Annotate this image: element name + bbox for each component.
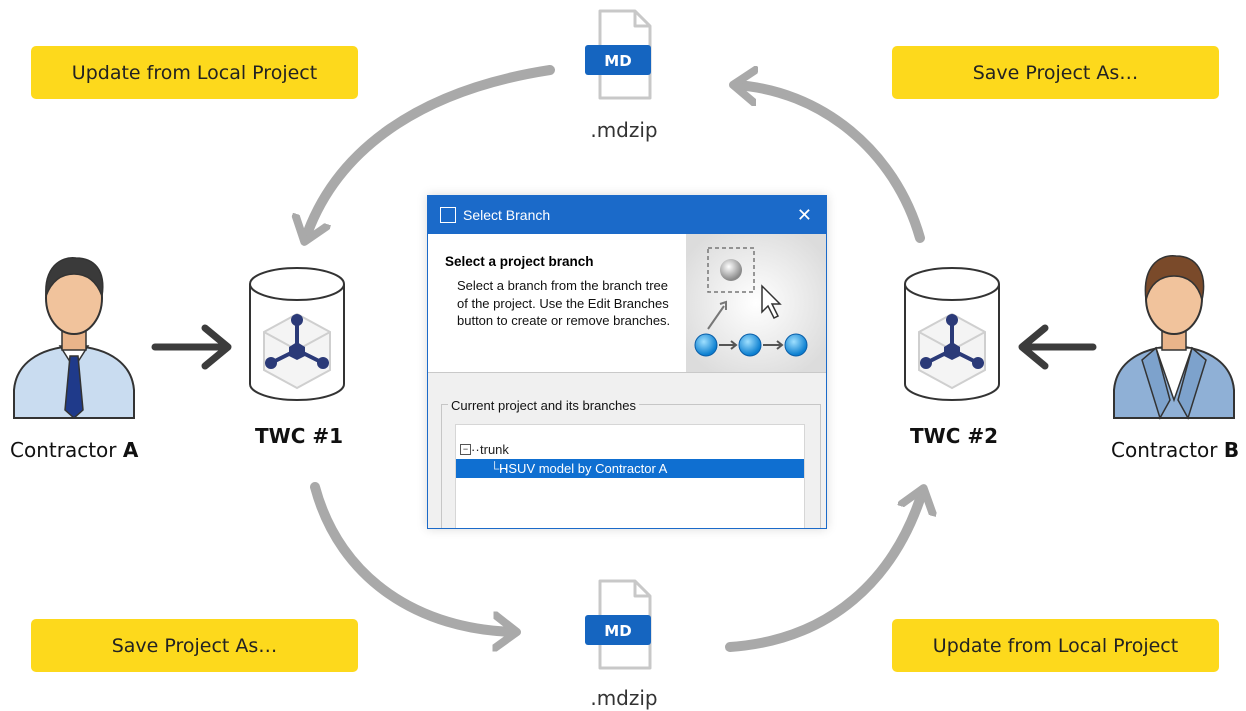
twc2-server-icon: [904, 267, 1000, 401]
label-update-from-local-bottom: Update from Local Project: [892, 619, 1219, 672]
contractor-b-label: Contractor B: [1111, 438, 1239, 462]
collapse-icon[interactable]: −: [460, 444, 471, 455]
md-badge-text: MD: [604, 622, 632, 640]
mdzip-label-bottom: .mdzip: [590, 686, 658, 710]
arrow-twc1-to-mdzip: [310, 482, 515, 632]
mdzip-label-top: .mdzip: [590, 118, 658, 142]
contractor-a-prefix: Contractor: [10, 438, 117, 462]
twc2-label: TWC #2: [910, 424, 999, 448]
dialog-title: Select Branch: [463, 207, 551, 223]
contractor-b-letter: B: [1223, 438, 1240, 462]
dialog-header: Select a project branch Select a branch …: [428, 234, 826, 373]
label-update-from-local-top: Update from Local Project: [31, 46, 358, 99]
contractor-b-avatar: [1113, 255, 1235, 420]
branch-tree[interactable]: − ·· trunk └·· HSUV model by Contractor …: [455, 424, 805, 528]
dialog-description: Select a branch from the branch tree of …: [457, 278, 671, 328]
file-icon: [585, 579, 652, 670]
branch-illustration-icon: [686, 234, 826, 372]
tree-connector: └··: [490, 461, 508, 476]
contractor-a-avatar: [13, 257, 135, 420]
contractor-a-label: Contractor A: [10, 438, 138, 462]
mdzip-file-top: MD: [583, 8, 663, 104]
label-save-project-as-bottom: Save Project As…: [31, 619, 358, 672]
mdzip-file-bottom: MD: [583, 578, 663, 674]
close-icon[interactable]: ✕: [796, 204, 812, 225]
dialog-app-icon: [440, 207, 456, 223]
dialog-title-bar: Select Branch ✕: [428, 196, 826, 234]
tree-label-trunk: trunk: [480, 442, 509, 457]
contractor-a-letter: A: [122, 438, 139, 462]
twc1-server-icon: [249, 267, 345, 401]
twc1-label: TWC #1: [255, 424, 344, 448]
md-badge-text: MD: [604, 52, 632, 70]
arrow-twc2-to-mdzip: [735, 85, 925, 243]
arrow-contractor-a-to-twc1: [151, 324, 232, 370]
arrow-mdzip-to-twc1: [305, 65, 555, 240]
label-save-project-as-top: Save Project As…: [892, 46, 1219, 99]
arrow-contractor-b-to-twc2: [1018, 324, 1097, 370]
select-branch-dialog: Select Branch ✕ Select a project branch …: [427, 195, 827, 529]
arrow-mdzip-to-twc2: [725, 490, 923, 652]
file-icon: [585, 9, 652, 100]
tree-row-hsuv-branch[interactable]: └·· HSUV model by Contractor A: [456, 459, 804, 478]
dialog-heading: Select a project branch: [445, 254, 594, 269]
tree-connector: ··: [471, 442, 480, 457]
contractor-b-prefix: Contractor: [1111, 438, 1218, 462]
branches-group-label: Current project and its branches: [448, 398, 639, 413]
tree-label-hsuv: HSUV model by Contractor A: [499, 461, 668, 476]
tree-row-trunk[interactable]: − ·· trunk: [456, 440, 804, 459]
